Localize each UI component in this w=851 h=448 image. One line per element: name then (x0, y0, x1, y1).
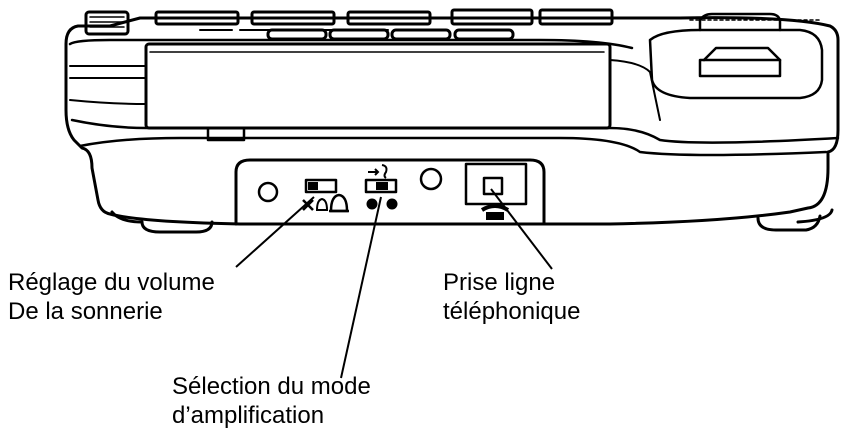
amplification-mode-switch (364, 178, 398, 194)
ringer-volume-label-line2: De la sonnerie (8, 298, 163, 325)
ringer-high-icon (329, 193, 349, 213)
handset-cradle (648, 12, 824, 100)
phone-line-jack (464, 162, 528, 206)
center-panel (144, 42, 612, 130)
ringer-volume-label: Réglage du volume De la sonnerie (8, 268, 215, 326)
amplification-mode-label-line2: d’amplification (172, 402, 325, 429)
phone-line-label-line2: téléphonique (443, 298, 581, 325)
amplification-mode-label-line1: Sélection du mode (172, 373, 371, 400)
ringer-volume-label-line1: Réglage du volume (8, 269, 215, 296)
telephone-icon (480, 204, 510, 220)
leader-lines (235, 188, 553, 379)
amplification-icon (366, 164, 398, 210)
device-body (64, 16, 840, 226)
ringer-low-icon (302, 197, 329, 211)
ringer-volume-switch (304, 178, 338, 194)
amplification-mode-label: Sélection du mode d’amplification (172, 372, 371, 430)
phone-line-label-line1: Prise ligne (443, 269, 556, 296)
phone-line-label: Prise ligne téléphonique (443, 268, 580, 326)
